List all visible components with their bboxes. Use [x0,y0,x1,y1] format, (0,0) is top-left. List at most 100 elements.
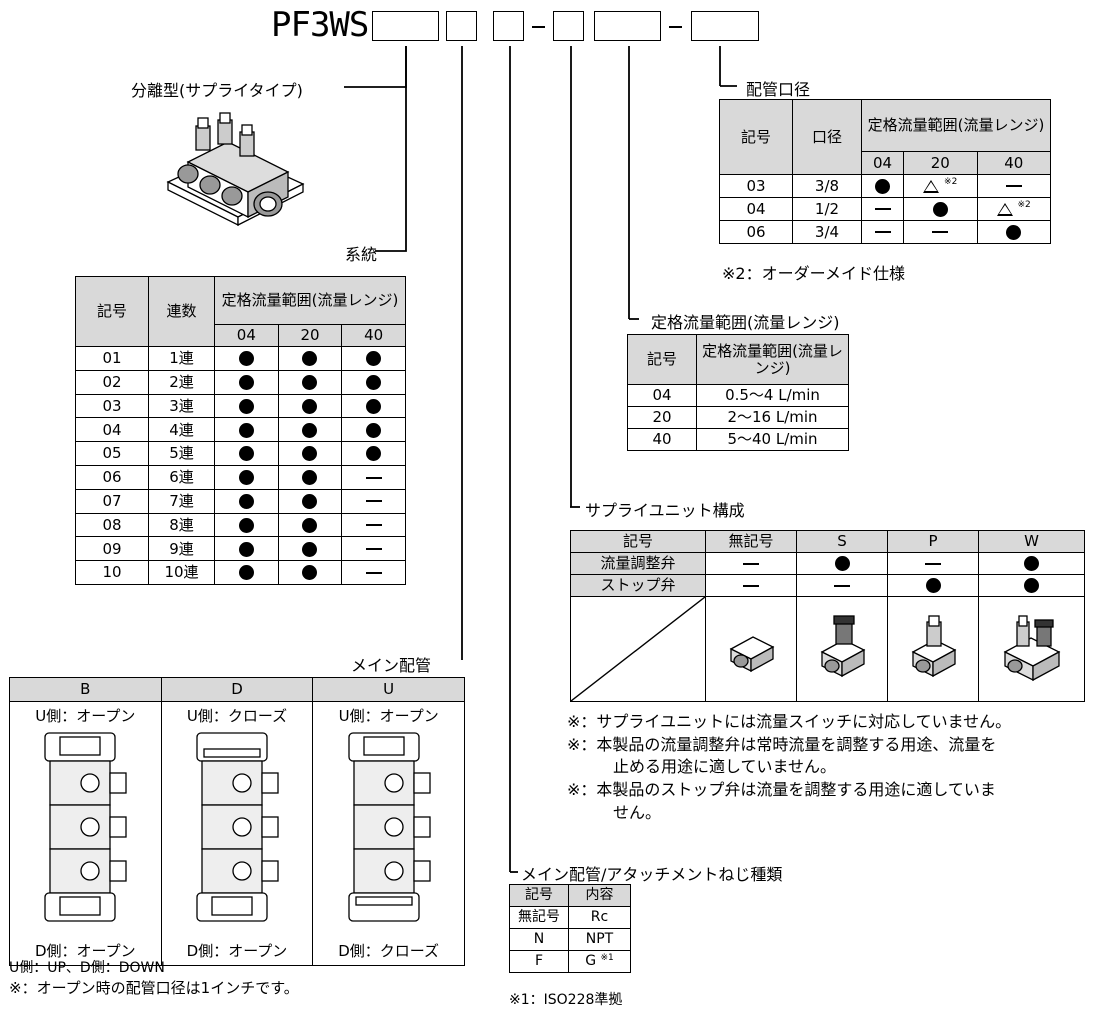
station-40 [341,346,406,371]
station-code: 01 [75,346,149,371]
station-count: 7連 [148,488,215,514]
flow-range-label: 定格流量範囲(流量レンジ) [651,313,840,332]
thread-note: ※1：ISO228準拠 [509,992,623,1008]
manifold-u-diagram [348,731,431,922]
supply-cell [887,574,980,597]
available-dot-icon [925,578,941,594]
station-count: 2連 [148,369,215,395]
piping-header-u: U [312,677,465,702]
station-code: 09 [75,536,149,562]
piping-note-1: U側：UP、D側：DOWN [9,960,165,976]
supply-cell [978,574,1085,597]
thread-code: N [509,928,569,951]
station-20 [277,393,343,419]
header-range: 定格流量範囲(流量レンジ) [214,276,406,325]
unavailable-dash-icon [925,562,942,565]
station-code: 06 [75,464,149,490]
station-20 [277,512,343,538]
diagonal-line [571,597,705,701]
available-dot-icon [834,556,850,572]
available-dot-icon [366,374,382,390]
station-40 [341,512,406,538]
manifold-b-diagram [44,731,127,922]
made-to-order-triangle-icon [923,179,940,193]
port-size: 3/8 [792,174,862,198]
port-code: 06 [719,220,793,244]
port-header-size: 口径 [792,99,862,175]
manifold-d-diagram [196,731,279,922]
port-code: 04 [719,197,793,221]
thread-header-content: 内容 [568,884,631,907]
supply-header: P [887,530,980,553]
available-dot-icon [302,541,318,557]
piping-u-top: U側：オープン [338,707,439,725]
piping-d-top: U側：クローズ [186,707,288,725]
supply-note-line: ※：本製品の流量調整弁は常時流量を調整する用途、流量を [567,735,997,754]
supply-row-name: 流量調整弁 [570,552,706,575]
header-range-40: 40 [341,324,406,347]
piping-cell-d: U側：クローズ D側：オープン [160,701,314,966]
station-04 [214,346,279,371]
piping-header-b: B [9,677,162,702]
supply-cell [704,574,798,597]
available-dot-icon [366,422,382,438]
port-20: ※2 [903,174,978,198]
port-header-20: 20 [903,151,978,175]
station-20 [277,488,343,514]
available-dot-icon [302,470,318,486]
station-40 [341,369,406,395]
available-dot-icon [238,565,254,581]
piping-note-2: ※：オープン時の配管口径は1インチです。 [9,979,299,997]
station-20 [277,369,343,395]
station-04 [214,417,279,443]
available-dot-icon [366,398,382,414]
available-dot-icon [875,178,891,194]
station-40 [341,441,406,466]
station-20 [277,417,343,443]
piping-u-bottom: D側：クローズ [338,941,440,960]
port-40 [976,174,1052,198]
available-dot-icon [238,398,254,414]
station-40 [341,464,406,490]
hyphen [669,26,682,28]
available-dot-icon [238,422,254,438]
supply-note-line: 止める用途に適していません。 [613,757,837,776]
port-header-range: 定格流量範囲(流量レンジ) [861,99,1051,152]
station-code: 08 [75,512,149,538]
available-dot-icon [238,493,254,509]
available-dot-icon [238,517,254,533]
supply-img-none [704,596,798,702]
station-40 [341,393,406,419]
available-dot-icon [302,493,318,509]
station-04 [214,441,279,466]
station-04 [214,536,279,562]
station-code: 07 [75,488,149,514]
supply-img-w [978,596,1085,702]
supply-unit-p-icon [911,615,957,678]
stations-label: 系統 [345,245,378,264]
station-count: 3連 [148,393,215,419]
unavailable-dash-icon [874,231,891,234]
supply-cell [887,552,980,575]
station-code: 10 [75,560,149,585]
thread-footnote-mark: ※1 [600,952,614,963]
port-footnote-mark: ※2 [1017,199,1031,210]
supply-note-line: ※：本製品のストップ弁は流量を調整する用途に適していま [567,780,996,799]
flow-value: 0.5〜4 L/min [696,384,849,407]
station-code: 03 [75,393,149,419]
available-dot-icon [1024,578,1040,594]
available-dot-icon [302,374,318,390]
piping-header-d: D [160,677,314,702]
station-count: 8連 [148,512,215,538]
flow-header-range: 定格流量範囲(流量レンジ) [696,334,849,385]
thread-content-text: G [585,952,597,969]
